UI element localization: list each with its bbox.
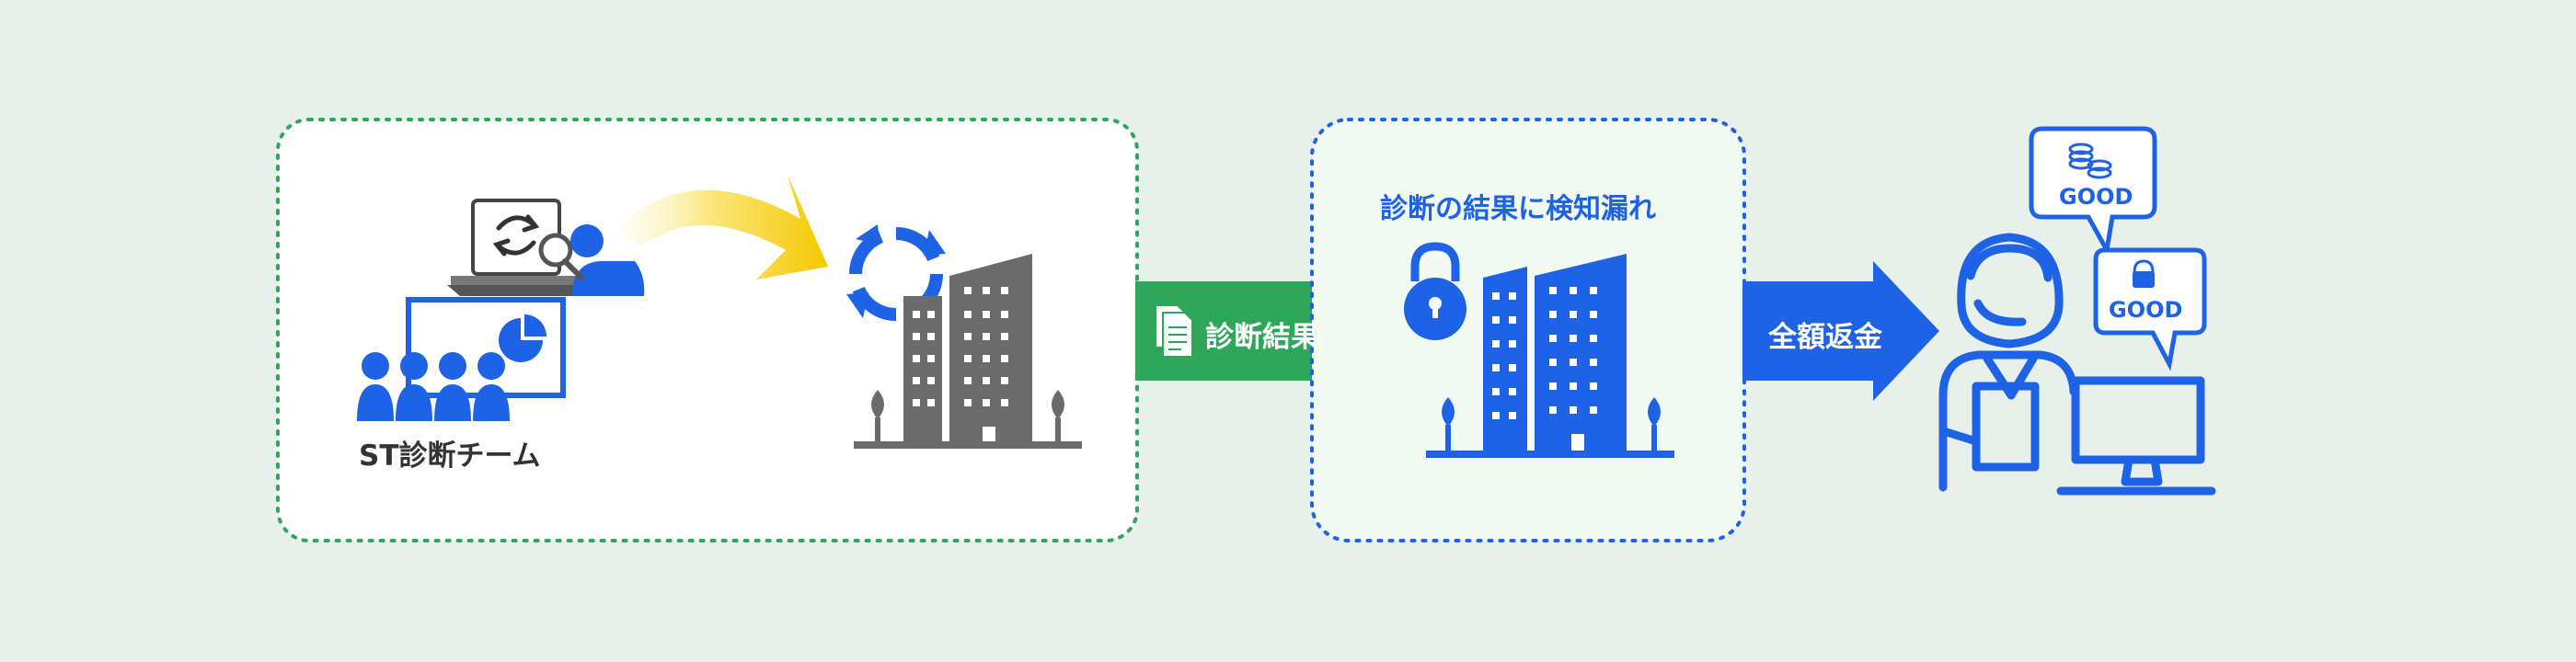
padlock-icon <box>2133 259 2155 288</box>
bubble-2-text: GOOD <box>2109 297 2183 323</box>
audience-icon <box>357 352 510 421</box>
building-icon <box>1426 254 1674 458</box>
team-label: ST診断チーム <box>359 439 541 473</box>
leak-panel <box>1310 118 1746 542</box>
refund-arrow-label: 全額返金 <box>1768 321 1882 354</box>
result-arrow-label: 診断結果 <box>1205 321 1319 354</box>
padlock-icon <box>1404 242 1466 340</box>
laptop-icon <box>447 199 585 296</box>
speech-bubble-2 <box>2093 247 2207 371</box>
refresh-icon <box>492 214 540 257</box>
tree-icon <box>871 390 1064 443</box>
coins-icon <box>2068 143 2112 179</box>
leak-label: 診断の結果に検知漏れ <box>1380 193 1656 225</box>
document-icon <box>1155 304 1193 358</box>
pie-chart-icon <box>406 297 566 398</box>
building-icon <box>854 254 1082 449</box>
monitor-icon <box>2076 381 2201 460</box>
magnifier-icon <box>538 224 645 296</box>
sync-cycle-arrowheads <box>846 224 946 318</box>
speech-bubble-1 <box>2029 126 2157 257</box>
refund-arrow <box>1742 261 1939 401</box>
sync-cycle-icon <box>849 227 943 321</box>
tree-icon <box>1442 397 1661 451</box>
curved-arrow-icon <box>615 175 828 280</box>
bubble-1-text: GOOD <box>2059 184 2133 210</box>
operator-icon <box>1938 233 2216 496</box>
